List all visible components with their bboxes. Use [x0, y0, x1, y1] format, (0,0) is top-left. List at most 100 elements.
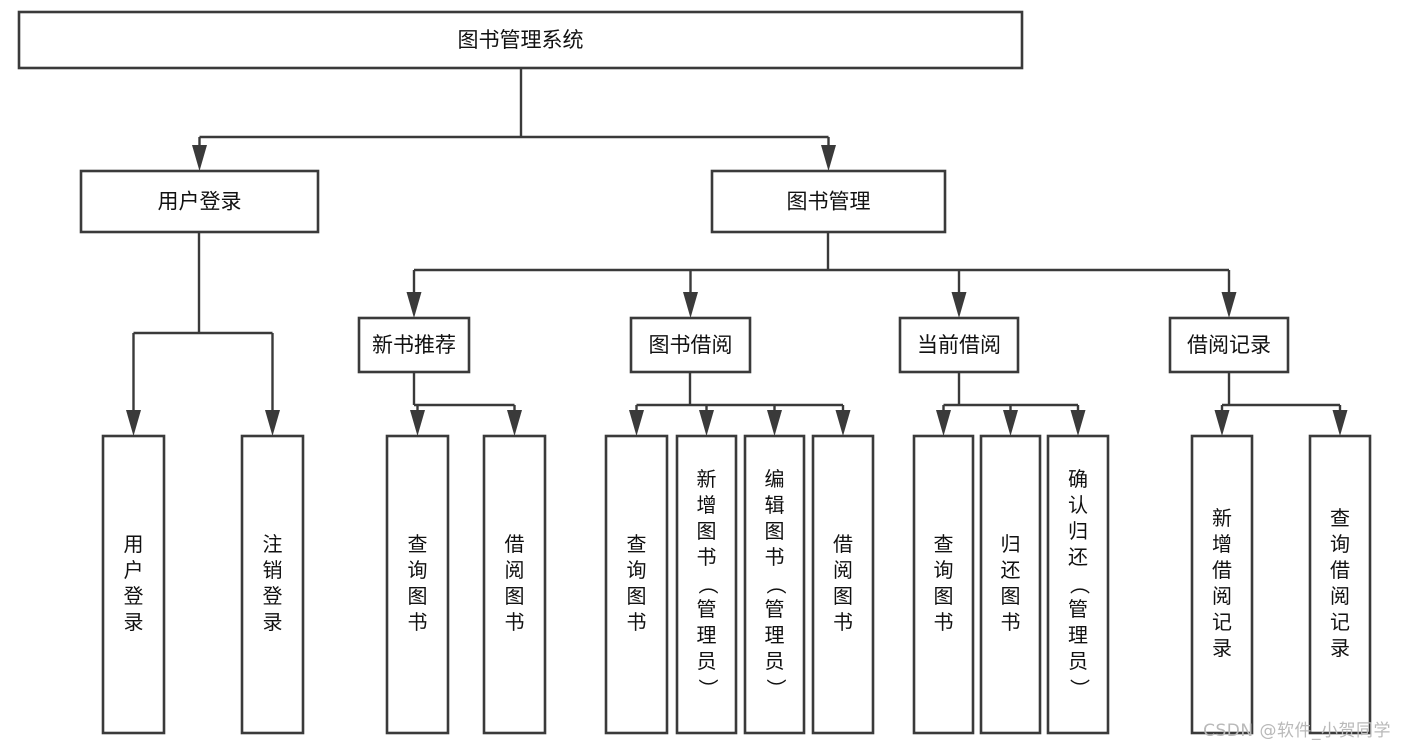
arrow-head-icon: [406, 292, 422, 318]
connector-group: [126, 232, 280, 436]
arrow-head-icon: [936, 410, 951, 436]
node-label-char: 归: [1001, 532, 1021, 556]
node-box[interactable]: [898, 316, 1020, 374]
arrow-head-icon: [410, 410, 425, 436]
node-box[interactable]: [1168, 316, 1290, 374]
connector-group: [1214, 372, 1348, 436]
node-leaf-login-1[interactable]: 用户登录: [101, 434, 166, 735]
node-box[interactable]: [1308, 434, 1372, 735]
connector-group: [936, 372, 1086, 436]
node-root[interactable]: 图书管理系统: [17, 10, 1024, 70]
node-box[interactable]: [811, 434, 875, 735]
node-label-char: 录: [1212, 636, 1232, 660]
node-bookmgmt[interactable]: 图书管理: [710, 169, 947, 234]
node-label-char: 销: [263, 558, 283, 582]
node-label-char: 注: [263, 532, 283, 556]
node-box[interactable]: [675, 434, 738, 735]
node-box[interactable]: [743, 434, 806, 735]
node-label-char: 阅: [1212, 584, 1232, 608]
node-label-char: 询: [627, 558, 647, 582]
node-label-char: 借: [1212, 558, 1232, 582]
node-box[interactable]: [604, 434, 669, 735]
arrow-head-icon: [699, 410, 714, 436]
node-label-char: 图: [765, 519, 785, 543]
node-label-char: 记: [1330, 610, 1350, 634]
node-newbook[interactable]: 新书推荐: [357, 316, 471, 374]
arrow-head-icon: [835, 410, 851, 436]
node-label: 借阅记录: [1187, 333, 1271, 357]
node-label-char: 还: [1001, 558, 1021, 582]
node-label-char: 书: [697, 545, 717, 569]
node-label-char: 书: [833, 610, 853, 634]
node-label-char: 增: [697, 493, 717, 517]
node-label-char: 查: [934, 532, 954, 556]
node-label-char: 借: [505, 532, 525, 556]
connector-group: [629, 372, 851, 436]
node-label-char: （: [1068, 575, 1092, 595]
node-box[interactable]: [912, 434, 975, 735]
node-box[interactable]: [385, 434, 450, 735]
node-label-char: 书: [505, 610, 525, 634]
node-box[interactable]: [1190, 434, 1254, 735]
arrow-head-icon: [265, 410, 280, 436]
node-label-char: 管: [697, 597, 717, 621]
arrow-head-icon: [1214, 410, 1230, 436]
node-box[interactable]: [1046, 434, 1110, 735]
node-box[interactable]: [629, 316, 752, 374]
node-layer: 图书管理系统用户登录图书管理新书推荐图书借阅当前借阅借阅记录用户登录注销登录查询…: [17, 10, 1372, 735]
node-label-char: 理: [1068, 623, 1088, 647]
node-label-char: 认: [1068, 493, 1088, 517]
node-box[interactable]: [710, 169, 947, 234]
node-login[interactable]: 用户登录: [79, 169, 320, 234]
node-label-char: 新: [1212, 506, 1232, 530]
arrow-head-icon: [1003, 410, 1018, 436]
connector-group: [410, 372, 522, 436]
arrow-head-icon: [767, 410, 782, 436]
node-label-char: 书: [408, 610, 428, 634]
node-label-char: 查: [627, 532, 647, 556]
node-borrow[interactable]: 图书借阅: [629, 316, 752, 374]
node-label-char: 管: [1068, 597, 1088, 621]
node-records[interactable]: 借阅记录: [1168, 316, 1290, 374]
node-box[interactable]: [17, 10, 1024, 70]
node-label-char: （: [764, 575, 788, 595]
node-label: 新书推荐: [372, 333, 456, 357]
node-label: 用户登录: [124, 532, 144, 634]
node-label-char: 询: [934, 558, 954, 582]
node-label-char: 书: [627, 610, 647, 634]
node-current[interactable]: 当前借阅: [898, 316, 1020, 374]
node-box[interactable]: [79, 169, 320, 234]
node-box[interactable]: [357, 316, 471, 374]
watermark-text: CSDN @软件_小贺同学: [1203, 721, 1391, 741]
arrow-head-icon: [507, 410, 522, 436]
node-label-char: 询: [408, 558, 428, 582]
node-box[interactable]: [482, 434, 547, 735]
node-box[interactable]: [979, 434, 1042, 735]
arrow-head-icon: [683, 292, 698, 318]
node-box[interactable]: [101, 434, 166, 735]
node-label-char: 图: [934, 584, 954, 608]
node-label-char: 录: [1330, 636, 1350, 660]
node-box[interactable]: [240, 434, 305, 735]
node-label-char: 阅: [1330, 584, 1350, 608]
